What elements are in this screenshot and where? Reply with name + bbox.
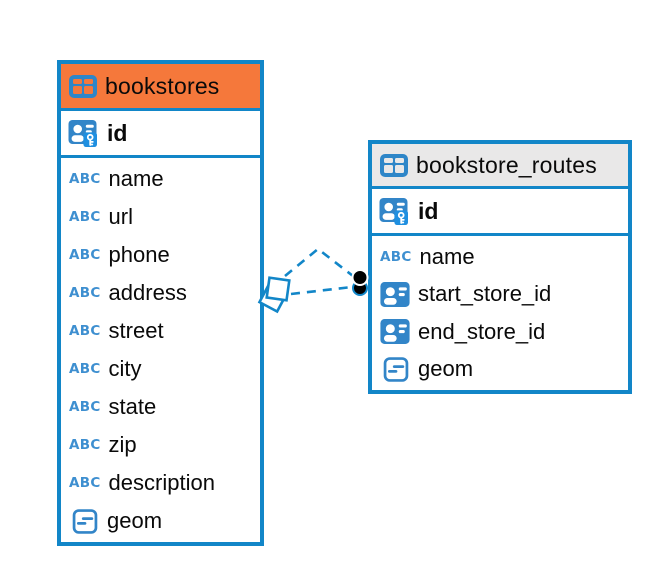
reference-type-icon (380, 319, 410, 345)
text-type-icon: ABC (69, 399, 101, 415)
text-type-icon: ABC (69, 209, 101, 225)
text-type-icon: ABC (69, 171, 101, 187)
table-icon (380, 153, 408, 177)
column-row[interactable]: ABC name (372, 238, 628, 276)
column-name: city (108, 356, 142, 381)
column-name: name (108, 166, 164, 191)
column-row[interactable]: end_store_id (372, 313, 628, 351)
column-row[interactable]: ABC phone (61, 236, 260, 274)
geometry-type-icon (383, 356, 409, 382)
table-title: bookstore_routes (416, 151, 597, 178)
table-title: bookstores (105, 72, 220, 99)
column-name: id (107, 119, 128, 146)
text-type-icon: ABC (69, 247, 101, 263)
column-name: end_store_id (418, 318, 546, 344)
text-type-icon: ABC (69, 437, 101, 453)
column-name: geom (107, 508, 163, 533)
relationship-target-marker[interactable] (351, 269, 369, 296)
column-row[interactable]: ABC name (61, 160, 260, 198)
column-list: ABC name start_store_id (372, 236, 628, 390)
column-row[interactable]: ABC address (61, 274, 260, 312)
column-name: state (108, 394, 157, 419)
relationship-line-2[interactable] (290, 285, 353, 296)
column-row[interactable]: geom (61, 502, 260, 540)
column-name: zip (108, 432, 137, 457)
column-name: url (108, 204, 133, 229)
primary-key-icon (379, 197, 408, 225)
relationship-line-1[interactable] (284, 247, 354, 278)
column-row[interactable]: start_store_id (372, 275, 628, 313)
text-type-icon: ABC (69, 323, 101, 339)
text-type-icon: ABC (69, 361, 101, 377)
table-icon (69, 74, 97, 98)
column-name: id (418, 197, 439, 224)
column-row-pk[interactable]: id (372, 189, 628, 236)
column-row[interactable]: ABC street (61, 312, 260, 350)
column-name: name (419, 243, 475, 269)
table-bookstore-routes[interactable]: bookstore_routes id ABC name (368, 140, 632, 394)
column-name: start_store_id (418, 281, 552, 307)
column-name: phone (108, 242, 170, 267)
column-row[interactable]: ABC state (61, 388, 260, 426)
table-header-bookstores[interactable]: bookstores (61, 64, 260, 111)
column-name: street (108, 318, 164, 343)
table-header-bookstore-routes[interactable]: bookstore_routes (372, 144, 628, 189)
column-list: ABC name ABC url ABC phone ABC address A… (61, 158, 260, 542)
reference-type-icon (380, 281, 410, 307)
column-row[interactable]: geom (372, 350, 628, 388)
text-type-icon: ABC (69, 285, 101, 301)
geometry-type-icon (72, 508, 98, 534)
column-name: address (108, 280, 187, 305)
relationship-source-marker[interactable] (257, 276, 291, 314)
column-row[interactable]: ABC city (61, 350, 260, 388)
column-name: description (108, 470, 215, 495)
text-type-icon: ABC (69, 475, 101, 491)
column-row[interactable]: ABC description (61, 464, 260, 502)
primary-key-icon (68, 119, 97, 147)
text-type-icon: ABC (380, 248, 412, 265)
table-bookstores[interactable]: bookstores id ABC name ABC url (57, 60, 264, 546)
column-row-pk[interactable]: id (61, 111, 260, 158)
column-row[interactable]: ABC url (61, 198, 260, 236)
column-row[interactable]: ABC zip (61, 426, 260, 464)
column-name: geom (418, 356, 474, 382)
